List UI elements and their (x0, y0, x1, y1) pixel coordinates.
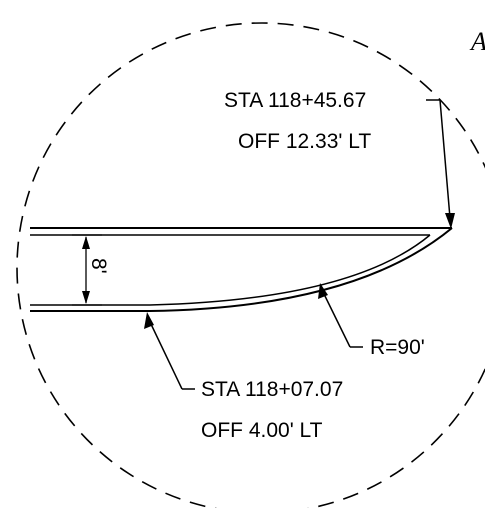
top-callout-offset: OFF 12.33' LT (238, 130, 371, 153)
detail-boundary-circle (16, 22, 485, 508)
width-dimension: 8' (72, 234, 110, 306)
bottom-leader-arrow-icon (144, 312, 154, 329)
bottom-leader-line (149, 321, 183, 390)
bottom-callout-leader (144, 312, 195, 390)
detail-corner-letter: A (469, 27, 485, 56)
width-dimension-label: 8' (87, 258, 110, 274)
radius-leader-line (322, 291, 351, 348)
top-callout-station: STA 118+45.67 (224, 89, 366, 112)
top-leader-line (439, 99, 451, 219)
radius-leader-arrow-icon (318, 283, 328, 299)
bottom-callout-station: STA 118+07.07 (201, 378, 343, 401)
dimension-arrow-up-icon (82, 236, 90, 249)
radius-label: R=90' (370, 336, 425, 359)
dimension-arrow-down-icon (82, 291, 90, 304)
top-leader-arrow-icon (445, 213, 455, 229)
radius-callout-leader (318, 283, 363, 348)
top-callout-leader (426, 99, 455, 229)
inner-radius-curve (149, 234, 431, 306)
outer-radius-curve (149, 227, 453, 312)
bottom-callout-offset: OFF 4.00' LT (201, 419, 323, 442)
